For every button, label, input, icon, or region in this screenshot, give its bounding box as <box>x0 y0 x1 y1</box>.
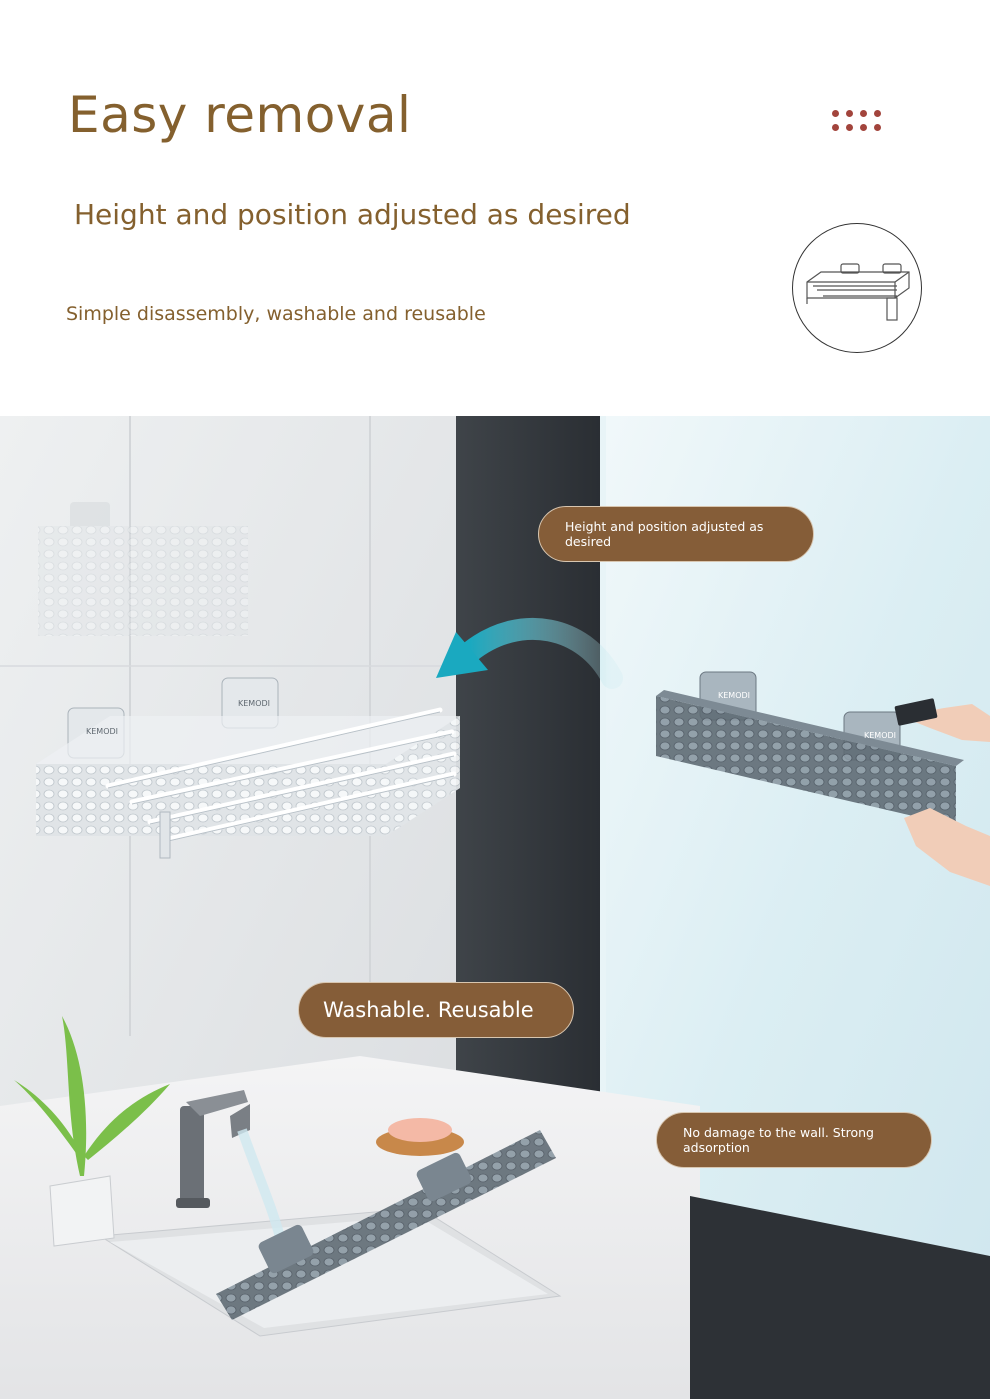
page-subtitle: Height and position adjusted as desired <box>74 198 631 231</box>
page-title: Easy removal <box>68 86 412 144</box>
rack-brand-left-2: KEMODI <box>238 699 270 708</box>
rack-thumbnail <box>792 223 922 353</box>
bathroom-illustration: KEMODI KEMODI KEMODI KEMODI <box>0 416 990 1399</box>
page-description: Simple disassembly, washable and reusabl… <box>66 303 486 325</box>
callout-adjust: Height and position adjusted as desired <box>538 506 814 562</box>
rack-brand-left: KEMODI <box>86 727 118 736</box>
hand-icon <box>894 698 990 886</box>
callout-adjust-text: Height and position adjusted as desired <box>565 519 764 549</box>
callout-no-damage: No damage to the wall. Strong adsorption <box>656 1112 932 1168</box>
decorative-dots-icon <box>828 108 888 138</box>
move-arrow-icon <box>436 618 623 689</box>
bathroom-scene: KEMODI KEMODI KEMODI KEMODI <box>0 416 990 1399</box>
rack-in-sink <box>216 1130 556 1320</box>
wall-rack-dark: KEMODI KEMODI <box>656 671 964 826</box>
plant-icon <box>14 1016 170 1247</box>
rack-outline-icon <box>806 263 910 321</box>
rack-brand-right-2: KEMODI <box>864 731 896 740</box>
callout-washable: Washable. Reusable <box>298 982 574 1038</box>
rack-brand-right: KEMODI <box>718 691 750 700</box>
callout-no-damage-text: No damage to the wall. Strong adsorption <box>683 1125 874 1155</box>
wall-rack-clear: KEMODI KEMODI <box>36 677 460 859</box>
callout-washable-text: Washable. Reusable <box>323 998 534 1022</box>
